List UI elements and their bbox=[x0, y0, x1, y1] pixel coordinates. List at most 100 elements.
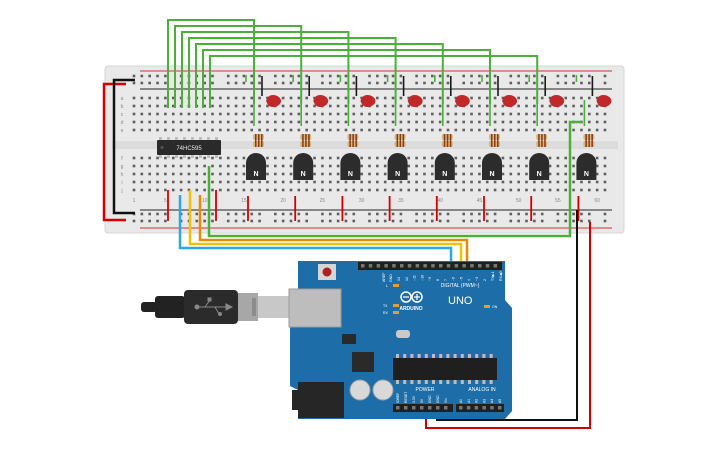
header-pin[interactable] bbox=[446, 264, 451, 268]
header-pin[interactable] bbox=[392, 264, 396, 268]
led[interactable] bbox=[407, 95, 423, 108]
rail-hole bbox=[305, 74, 308, 78]
resistor[interactable] bbox=[536, 134, 548, 147]
header-pin[interactable] bbox=[498, 406, 502, 410]
transistor-label: N bbox=[489, 171, 494, 178]
npn-transistor[interactable]: N bbox=[246, 153, 266, 180]
hole bbox=[462, 164, 465, 168]
rail-hole bbox=[415, 74, 418, 78]
header-pin[interactable] bbox=[376, 264, 381, 268]
npn-transistor[interactable]: N bbox=[340, 153, 361, 180]
header-pin[interactable] bbox=[400, 264, 404, 268]
hole bbox=[164, 156, 167, 160]
shift-register-ic[interactable]: 74HC595 bbox=[157, 137, 221, 158]
hole bbox=[415, 188, 418, 192]
hole bbox=[344, 112, 348, 116]
header-pin[interactable] bbox=[462, 264, 466, 268]
ic-pin bbox=[191, 155, 194, 158]
header-pin[interactable] bbox=[490, 406, 494, 410]
rail-hole bbox=[564, 74, 568, 78]
rail-hole bbox=[234, 74, 238, 78]
header-pin[interactable] bbox=[428, 406, 432, 410]
header-pin[interactable] bbox=[454, 264, 459, 268]
resistor[interactable] bbox=[253, 134, 264, 147]
npn-transistor[interactable]: N bbox=[576, 153, 597, 180]
header-pin[interactable] bbox=[459, 406, 463, 410]
hole bbox=[391, 180, 395, 184]
header-pin[interactable] bbox=[420, 406, 424, 410]
header-pin[interactable] bbox=[396, 406, 400, 410]
hole bbox=[399, 180, 403, 184]
rail-hole bbox=[556, 212, 560, 216]
header-pin[interactable] bbox=[439, 264, 443, 268]
npn-transistor[interactable]: N bbox=[529, 153, 550, 180]
led[interactable] bbox=[266, 95, 281, 108]
header-pin[interactable] bbox=[412, 406, 416, 410]
npn-transistor[interactable]: N bbox=[482, 153, 502, 180]
led[interactable] bbox=[313, 95, 329, 108]
hole bbox=[203, 156, 206, 160]
led[interactable] bbox=[454, 95, 470, 108]
header-pin[interactable] bbox=[444, 406, 448, 410]
hole bbox=[588, 180, 591, 184]
led[interactable] bbox=[596, 95, 612, 108]
resistor[interactable] bbox=[300, 134, 312, 147]
header-pin[interactable] bbox=[423, 264, 427, 268]
hole bbox=[383, 188, 387, 192]
npn-transistor[interactable]: N bbox=[293, 153, 314, 180]
resistor[interactable] bbox=[347, 134, 359, 147]
rail-hole bbox=[211, 219, 214, 223]
hole bbox=[540, 112, 544, 116]
hole bbox=[588, 96, 591, 100]
header-pin[interactable] bbox=[470, 264, 474, 268]
resistor[interactable] bbox=[394, 134, 406, 147]
header-pin[interactable] bbox=[485, 264, 490, 268]
header-pin[interactable] bbox=[361, 264, 365, 268]
header-pin[interactable] bbox=[407, 264, 412, 268]
hole bbox=[368, 188, 371, 192]
hole bbox=[360, 128, 363, 132]
hole bbox=[470, 120, 473, 124]
hole bbox=[407, 112, 411, 116]
hole bbox=[470, 172, 473, 176]
led[interactable] bbox=[549, 95, 565, 108]
npn-transistor[interactable]: N bbox=[387, 153, 408, 180]
hole bbox=[132, 188, 136, 192]
led[interactable] bbox=[360, 95, 376, 108]
resistor[interactable] bbox=[441, 134, 453, 147]
ic-pin bbox=[175, 137, 178, 140]
hole bbox=[234, 180, 238, 184]
rail-hole bbox=[485, 74, 489, 78]
header-pin[interactable] bbox=[415, 264, 420, 268]
led[interactable] bbox=[502, 95, 517, 108]
wire-left-black bbox=[112, 78, 135, 215]
usb-cable[interactable] bbox=[141, 290, 290, 324]
rail-hole bbox=[250, 81, 254, 85]
hole bbox=[360, 164, 363, 168]
header-pin[interactable] bbox=[478, 264, 482, 268]
resistor[interactable] bbox=[489, 134, 500, 147]
hole bbox=[328, 120, 332, 124]
header-pin[interactable] bbox=[431, 264, 435, 268]
header-pin[interactable] bbox=[436, 406, 440, 410]
hole bbox=[289, 120, 293, 124]
rail-hole bbox=[289, 74, 293, 78]
header-pin[interactable] bbox=[474, 406, 479, 410]
header-pin[interactable] bbox=[493, 264, 498, 268]
digital-header bbox=[358, 262, 502, 270]
header-pin[interactable] bbox=[482, 406, 486, 410]
rail-hole bbox=[588, 212, 591, 216]
header-pin[interactable] bbox=[368, 264, 373, 268]
analog-pin-label: A0 bbox=[459, 399, 463, 403]
npn-transistor[interactable]: N bbox=[434, 153, 455, 180]
hole bbox=[525, 120, 528, 124]
header-pin[interactable] bbox=[384, 264, 388, 268]
header-pin[interactable] bbox=[466, 406, 471, 410]
header-pin[interactable] bbox=[404, 406, 408, 410]
resistor[interactable] bbox=[583, 134, 595, 147]
hole bbox=[156, 128, 159, 132]
